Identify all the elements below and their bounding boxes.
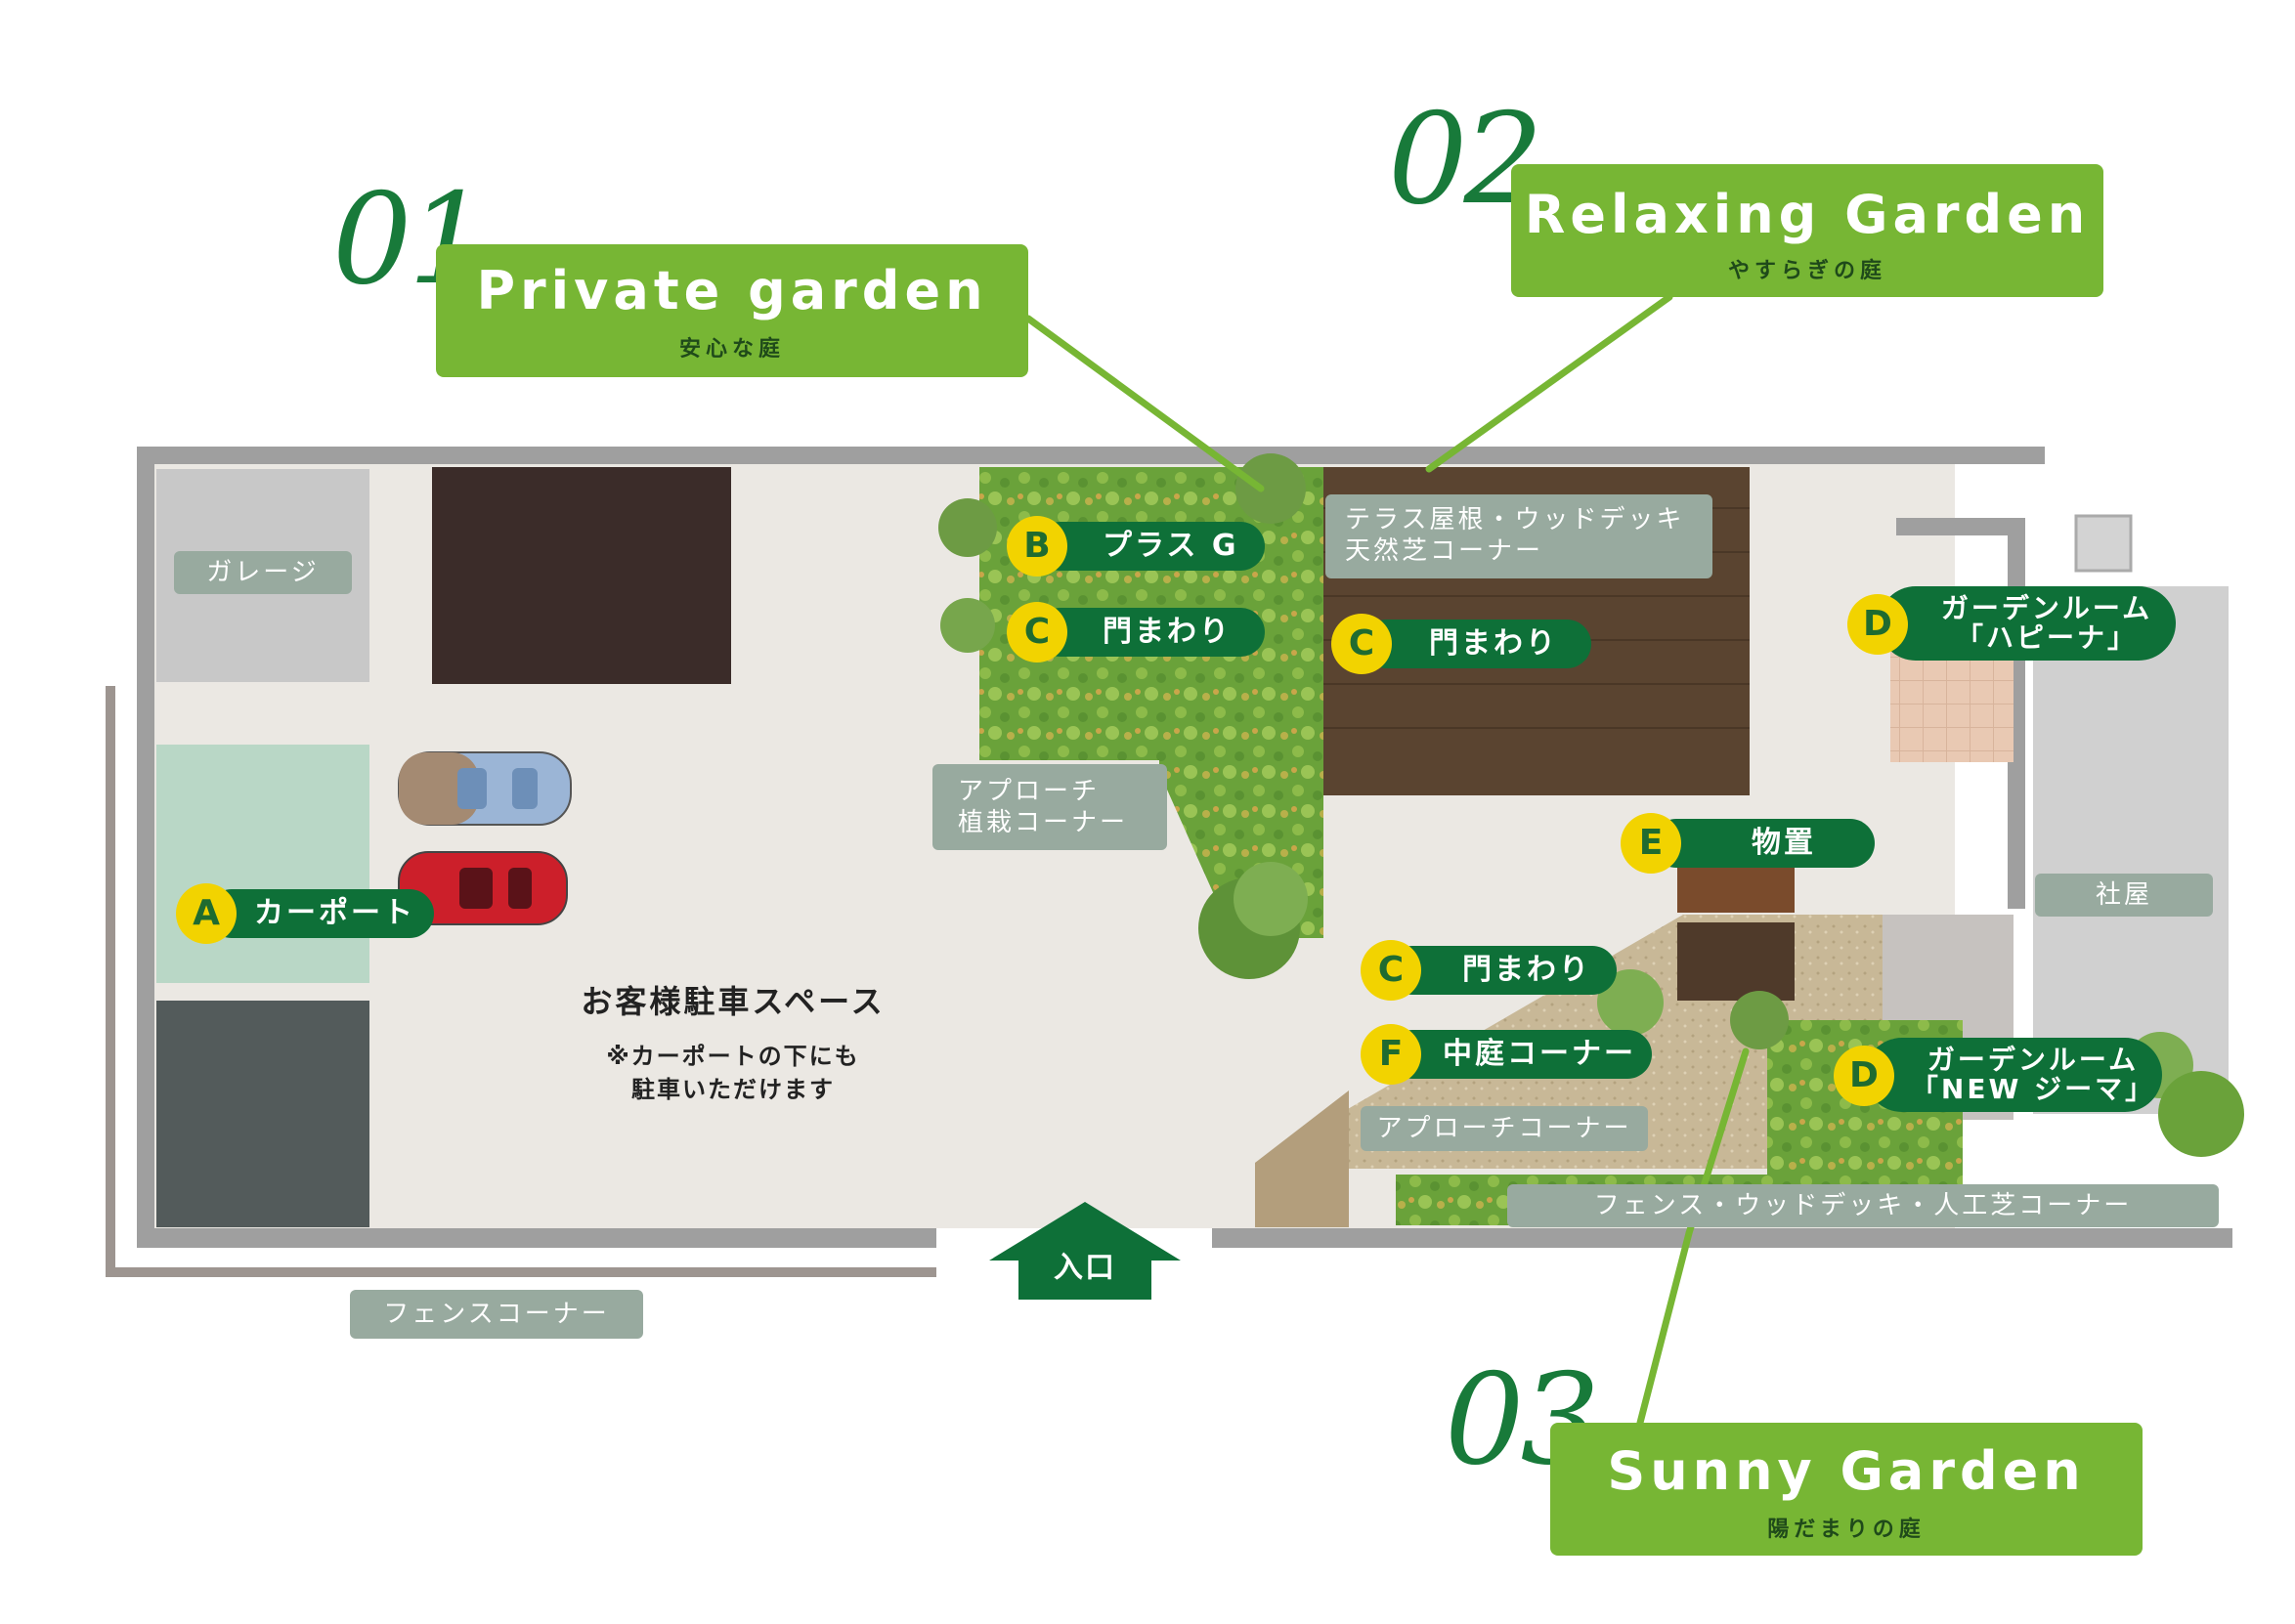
marker-letter-e[interactable]: E (1621, 813, 1681, 874)
approach-path (1255, 1090, 1349, 1227)
tag-approach-planting: アプローチ 植栽コーナー (932, 764, 1167, 850)
marker-pill-garden-room-hapina[interactable]: ガーデンルーム 「ハピーナ」 (1879, 586, 2176, 661)
banner-title: Relaxing Garden (1524, 184, 2091, 245)
tag-office: 社屋 (2035, 874, 2213, 917)
tag-fence-corner: フェンスコーナー (350, 1290, 643, 1339)
tree (2158, 1071, 2244, 1157)
tag-approach-corner: アプローチコーナー (1361, 1106, 1648, 1151)
parking-note: ※カーポートの下にも 駐車いただけます (547, 1040, 919, 1106)
marker-pill-gate[interactable]: 門まわり (1363, 620, 1591, 668)
marker-label: 中庭コーナー (1443, 1037, 1636, 1071)
marker-label-line: 「ハピーナ」 (1955, 621, 2138, 654)
tag-line: テラス屋根・ウッドデッキ (1345, 505, 1685, 534)
marker-label: 門まわり (1103, 615, 1232, 649)
tag-fence-deck: フェンス・ウッドデッキ・人工芝コーナー (1507, 1184, 2219, 1227)
boundary-walls (106, 447, 2232, 1277)
marker-letter-d[interactable]: D (1834, 1046, 1894, 1106)
tree (1730, 991, 1789, 1049)
marker-label: 物置 (1752, 826, 1816, 860)
marker-pill-gate[interactable]: 門まわり (1036, 608, 1265, 657)
car-blue-icon (398, 751, 572, 826)
marker-label-line: 「NEW ジーマ」 (1910, 1073, 2156, 1105)
utility-box (2074, 514, 2133, 573)
tile-terrace (1890, 645, 2014, 762)
shrub (1235, 453, 1306, 524)
storage-shed-roof (1677, 922, 1795, 1001)
banner-subtitle: 安心な庭 (678, 337, 785, 362)
private-garden-lawn (979, 467, 1323, 938)
shrub (938, 498, 997, 557)
private-garden-banner: Private garden 安心な庭 (436, 244, 1028, 377)
marker-label: プラス G (1103, 529, 1239, 563)
tag-line: 天然芝コーナー (1345, 536, 1544, 566)
sunny-garden-banner: Sunny Garden 陽だまりの庭 (1550, 1423, 2143, 1556)
marker-pill-carport[interactable]: カーポート (207, 889, 434, 938)
marker-letter-c[interactable]: C (1007, 602, 1067, 662)
entrance-label: 入口 (1054, 1251, 1116, 1285)
office-building (2033, 586, 2229, 1114)
tree (1234, 862, 1308, 936)
marker-letter-f[interactable]: F (1361, 1024, 1421, 1085)
tree (1597, 969, 1664, 1036)
marker-pill-gate[interactable]: 門まわり (1388, 946, 1617, 995)
parking-title: お客様駐車スペース (581, 983, 886, 1020)
marker-label: 門まわり (1429, 626, 1558, 661)
storage-shed (1677, 868, 1795, 913)
tag-garage: ガレージ (174, 551, 352, 594)
marker-letter-a[interactable]: A (176, 883, 237, 944)
dark-slab (156, 1001, 369, 1227)
marker-label: カーポート (254, 896, 415, 930)
banner-title: Sunny Garden (1607, 1440, 2086, 1502)
car-red-icon (398, 851, 568, 925)
marker-pill-garden-room-new-zima[interactable]: ガーデンルーム 「NEW ジーマ」 (1865, 1038, 2162, 1112)
marker-label-line: ガーデンルーム (1940, 592, 2153, 624)
marker-label-line: ガーデンルーム (1927, 1044, 2140, 1076)
tag-terrace: テラス屋根・ウッドデッキ 天然芝コーナー (1325, 494, 1712, 578)
entrance-arrow-icon (989, 1202, 1181, 1300)
marker-letter-c[interactable]: C (1361, 940, 1421, 1001)
marker-pill-storage[interactable]: 物置 (1652, 819, 1875, 868)
marker-letter-c[interactable]: C (1331, 614, 1392, 674)
shrub (940, 598, 995, 653)
carport-area (156, 745, 369, 983)
tag-line: 植栽コーナー (958, 808, 1129, 837)
note-line: 駐車いただけます (631, 1076, 835, 1103)
marker-pill-courtyard[interactable]: 中庭コーナー (1388, 1030, 1652, 1079)
tag-line: アプローチ (958, 777, 1101, 806)
banner-title: Private garden (476, 260, 988, 321)
marker-letter-b[interactable]: B (1007, 516, 1067, 577)
building-roof (432, 467, 731, 684)
marker-label: 門まわり (1462, 953, 1591, 987)
marker-letter-d[interactable]: D (1847, 594, 1908, 655)
wall-segment (1896, 518, 2025, 535)
banner-subtitle: やすらぎの庭 (1727, 259, 1886, 283)
marker-pill-plus-g[interactable]: プラス G (1036, 522, 1265, 571)
banner-subtitle: 陽だまりの庭 (1767, 1517, 1926, 1542)
note-line: ※カーポートの下にも (606, 1043, 860, 1070)
relaxing-garden-banner: Relaxing Garden やすらぎの庭 (1511, 164, 2103, 297)
